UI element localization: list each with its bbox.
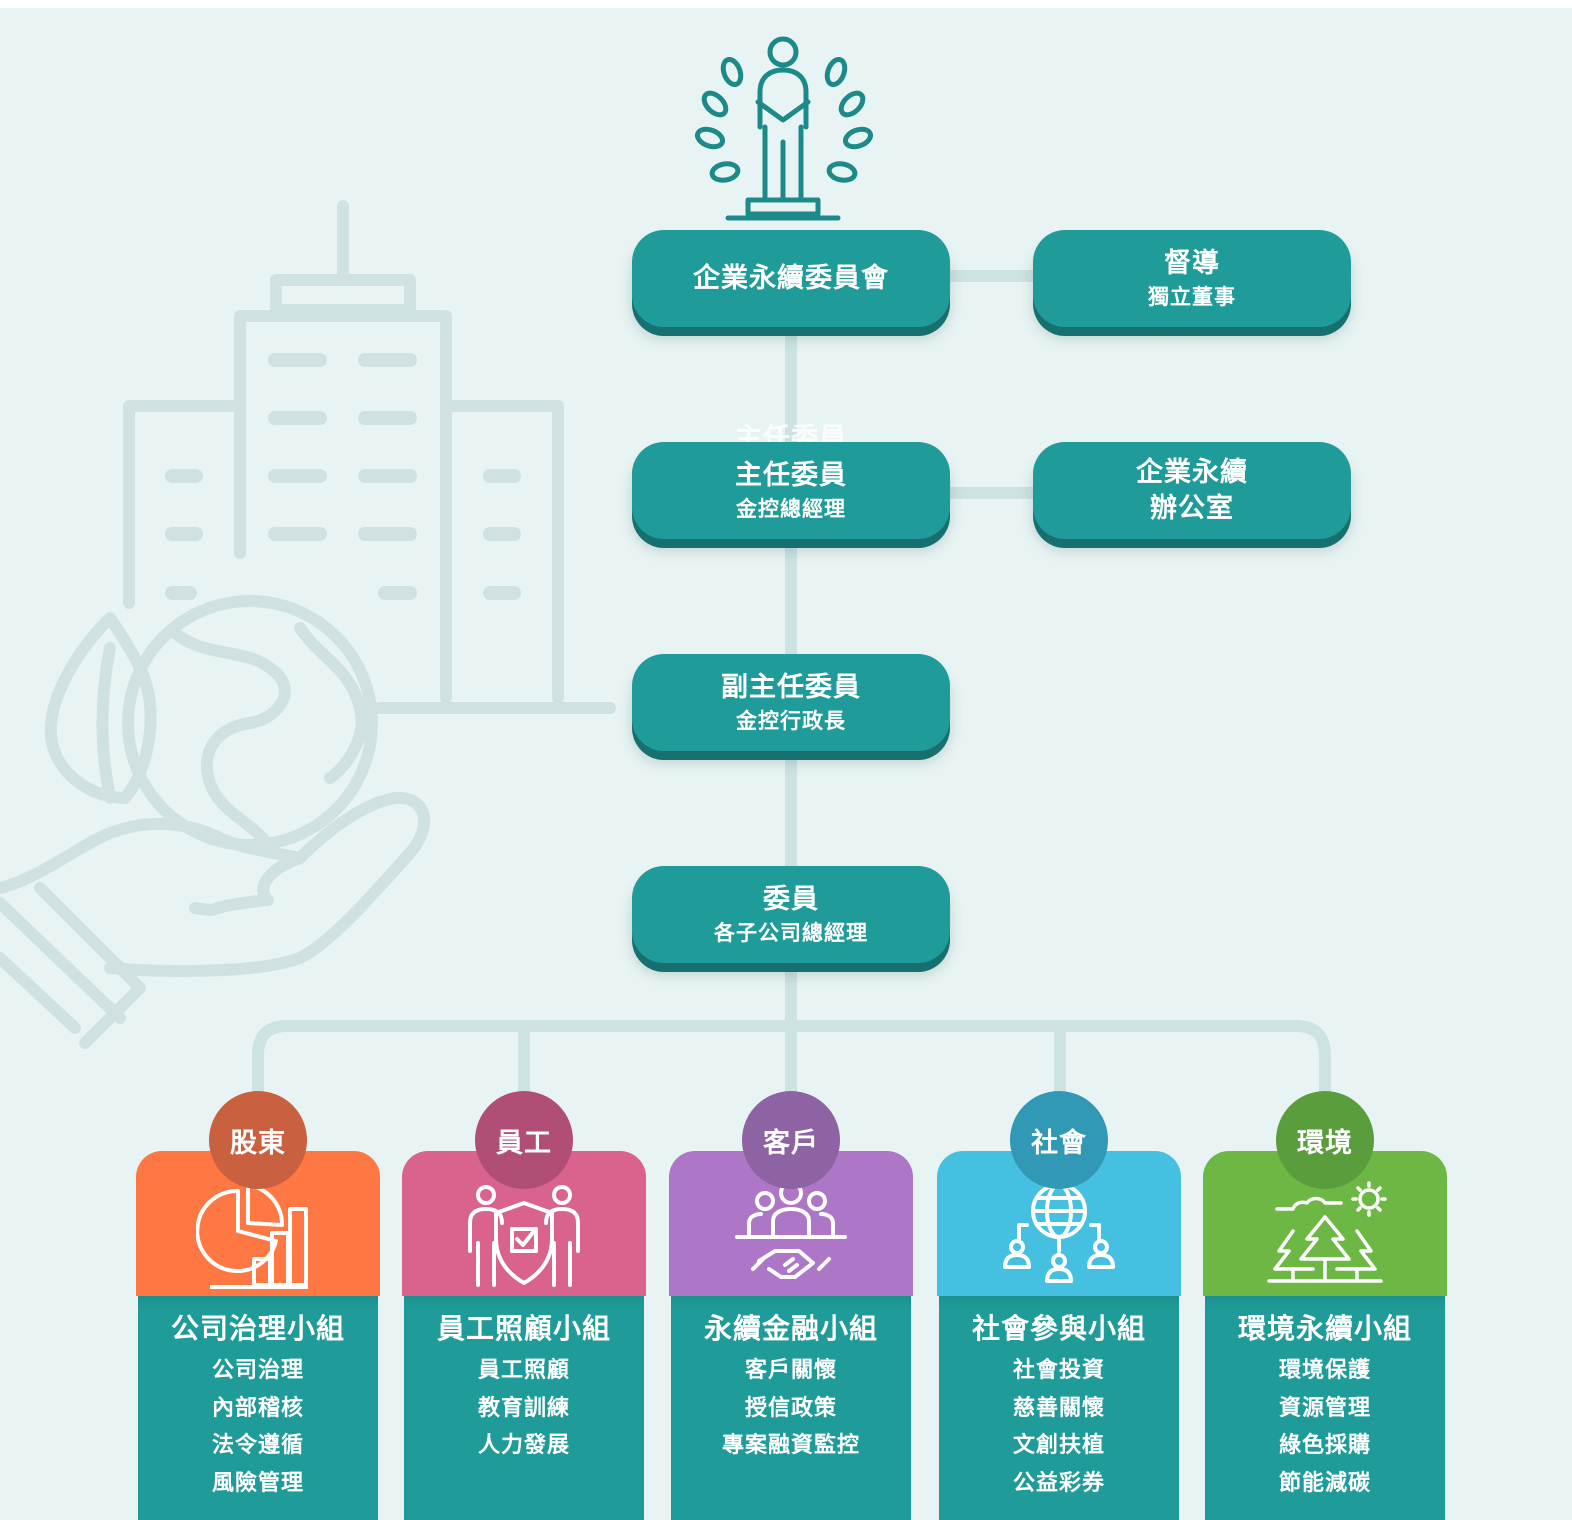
office-title-line2: 辦公室 xyxy=(1150,492,1234,524)
group-item: 文創扶植 xyxy=(1012,1433,1105,1458)
vice-chair-subtitle: 金控行政長 xyxy=(736,708,846,733)
group-item: 社會投資 xyxy=(1012,1358,1105,1383)
group-item: 風險管理 xyxy=(211,1470,304,1496)
group-item: 教育訓練 xyxy=(477,1395,570,1421)
group-item: 人力發展 xyxy=(477,1433,570,1458)
group-item: 綠色採購 xyxy=(1278,1433,1371,1458)
group-item: 資源管理 xyxy=(1278,1395,1371,1421)
group-item: 節能減碳 xyxy=(1278,1470,1371,1496)
group-badge: 員工 xyxy=(475,1091,573,1189)
group-badge: 客戶 xyxy=(742,1091,840,1189)
group-item: 授信政策 xyxy=(744,1395,837,1421)
group-item: 慈善關懷 xyxy=(1012,1395,1105,1421)
forest-sun-icon xyxy=(1267,1181,1387,1283)
sustainability-committee-node: 企業永續委員會 xyxy=(632,230,950,327)
group-item: 公益彩券 xyxy=(1012,1470,1105,1496)
globe-network-icon xyxy=(1003,1183,1115,1283)
pie-bar-chart-icon xyxy=(196,1183,308,1289)
vice-chair-node: 副主任委員 金控行政長 xyxy=(632,654,950,751)
group-badge: 社會 xyxy=(1010,1091,1108,1189)
group-icon-panel xyxy=(669,1151,913,1296)
group-title: 社會參與小組 xyxy=(971,1312,1146,1345)
group-item: 公司治理 xyxy=(211,1358,304,1383)
group-detail-panel: 公司治理小組 公司治理 內部稽核 法令遵循 風險管理 xyxy=(138,1296,378,1520)
leader-laurel-icon xyxy=(694,36,874,221)
vice-chair-title: 副主任委員 xyxy=(721,671,861,703)
group-item: 法令遵循 xyxy=(211,1433,304,1458)
group-item: 專案融資監控 xyxy=(721,1433,860,1458)
group-item: 內部稽核 xyxy=(211,1395,304,1421)
supervisor-node: 督導 獨立董事 xyxy=(1033,230,1351,327)
customers-handshake-icon xyxy=(735,1181,847,1279)
city-globe-hand-illustration xyxy=(0,200,616,1049)
group-title: 員工照顧小組 xyxy=(436,1312,611,1345)
group-title: 永續金融小組 xyxy=(703,1312,878,1345)
group-item: 客戶關懷 xyxy=(744,1358,837,1383)
supervisor-subtitle: 獨立董事 xyxy=(1148,284,1236,309)
chair-title: 主任委員 xyxy=(735,459,847,491)
sustainability-office-node: 企業永續 辦公室 xyxy=(1033,442,1351,539)
group-item: 環境保護 xyxy=(1278,1358,1371,1383)
chair-node: 主任委員 金控總經理 xyxy=(632,442,950,539)
supervisor-title: 督導 xyxy=(1164,247,1220,279)
group-detail-panel: 員工照顧小組 員工照顧 教育訓練 人力發展 xyxy=(404,1296,644,1520)
group-item: 員工照顧 xyxy=(477,1358,570,1383)
group-detail-panel: 環境永續小組 環境保護 資源管理 綠色採購 節能減碳 xyxy=(1205,1296,1445,1520)
members-title: 委員 xyxy=(763,883,819,915)
group-title: 環境永續小組 xyxy=(1237,1312,1412,1345)
committee-title: 企業永續委員會 xyxy=(693,262,889,294)
members-node: 委員 各子公司總經理 xyxy=(632,866,950,963)
office-title-line1: 企業永續 xyxy=(1136,456,1248,488)
group-detail-panel: 永續金融小組 客戶關懷 授信政策 專案融資監控 xyxy=(671,1296,911,1520)
group-title: 公司治理小組 xyxy=(170,1312,345,1345)
group-detail-panel: 社會參與小組 社會投資 慈善關懷 文創扶植 公益彩券 xyxy=(939,1296,1179,1520)
employee-shield-icon xyxy=(468,1185,580,1287)
members-subtitle: 各子公司總經理 xyxy=(714,920,868,945)
chair-subtitle: 金控總經理 xyxy=(736,496,846,521)
group-badge: 環境 xyxy=(1276,1091,1374,1189)
group-badge: 股東 xyxy=(209,1091,307,1189)
org-chart: 企業永續委員會 督導 獨立董事 主任委員 主任委員 金控總經理 企業永續 辦公室… xyxy=(0,8,1572,1520)
